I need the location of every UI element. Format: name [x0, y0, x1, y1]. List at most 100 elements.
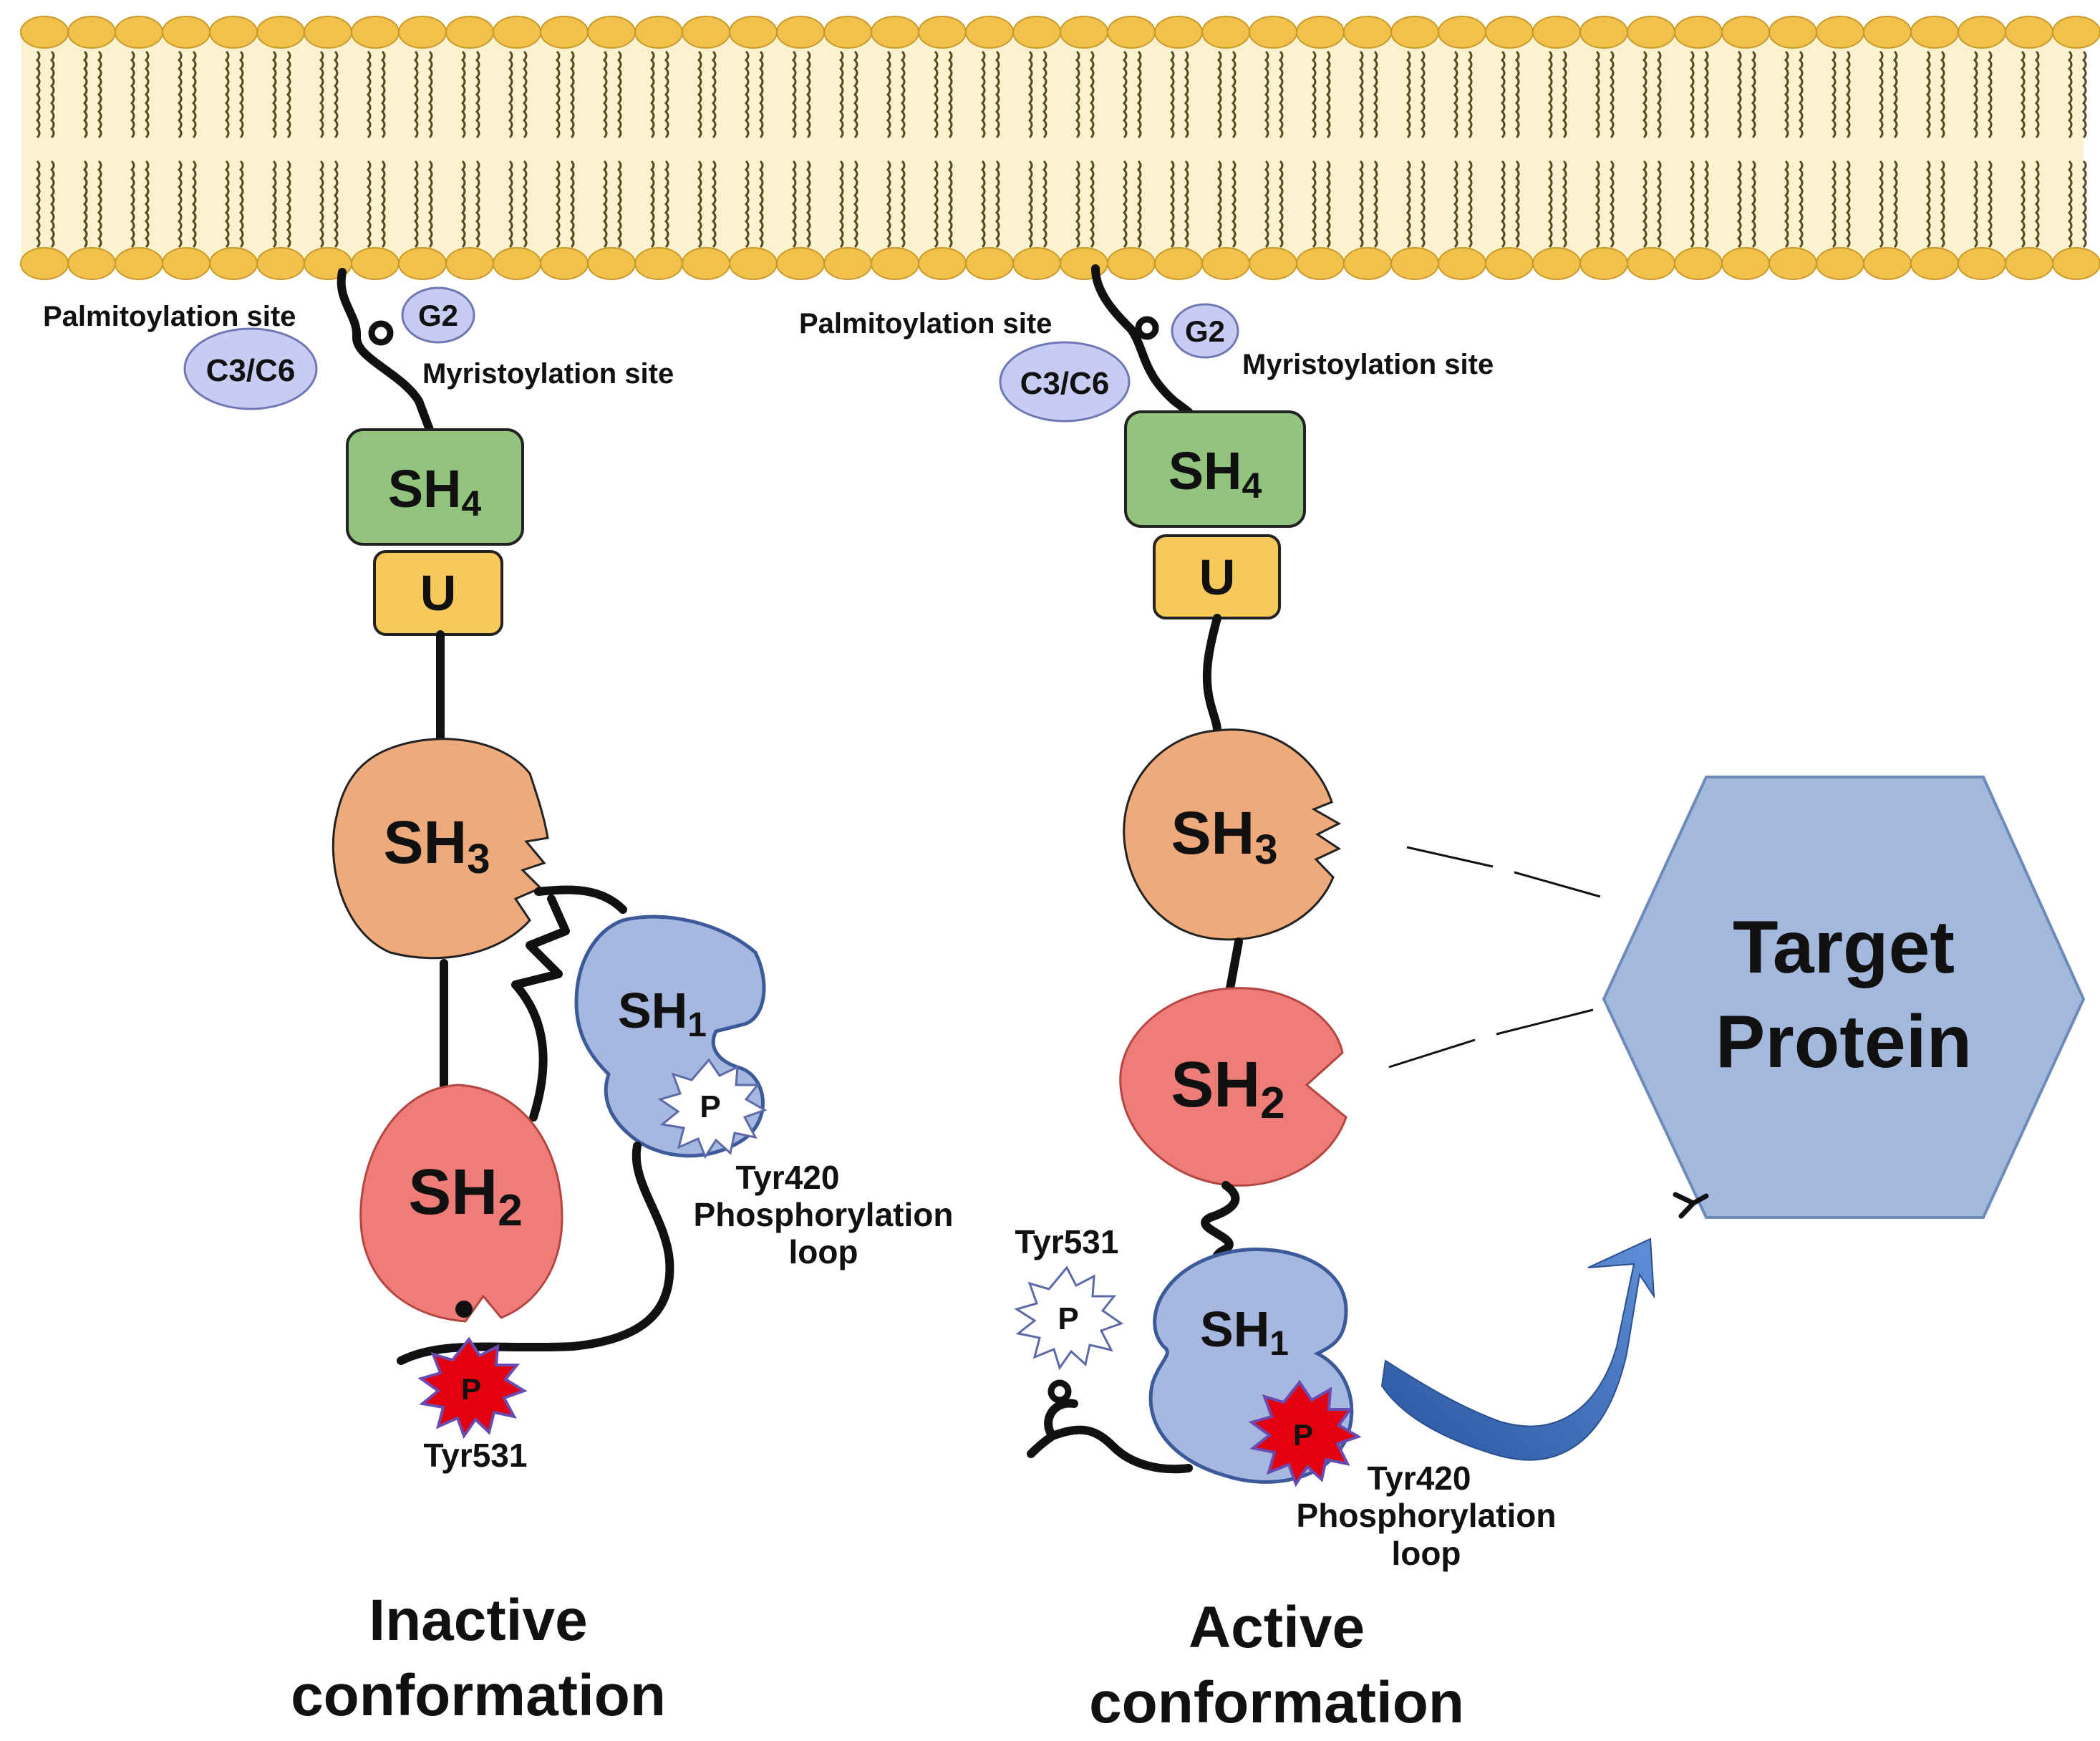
- lipid-tail: [980, 160, 986, 249]
- active-c-terminal-tail: [1048, 1425, 1193, 1474]
- lipid-head: [1249, 247, 1297, 280]
- lipid-head: [1674, 247, 1723, 280]
- lipid-tail: [616, 160, 622, 249]
- lipid-tail: [1987, 160, 1993, 249]
- lipid-head: [1438, 247, 1486, 280]
- lipid-tail: [947, 160, 953, 249]
- target-protein-line2: Protein: [1716, 1000, 1972, 1084]
- lipid-tail: [900, 50, 906, 139]
- lipid-head: [729, 247, 778, 280]
- lipid-head: [256, 16, 305, 49]
- lipid-tail: [1642, 50, 1647, 139]
- lipid-tail: [82, 50, 88, 139]
- lipid-tail: [191, 160, 197, 249]
- active-phospho-line1: Phosphorylation: [1297, 1497, 1557, 1534]
- lipid-tail: [1264, 50, 1269, 139]
- target-receptor-mark: [1673, 1192, 1709, 1219]
- membrane-core: [21, 29, 2084, 265]
- lipid-tail: [1940, 160, 1945, 249]
- lipid-head: [634, 247, 683, 280]
- lipid-tail: [711, 160, 717, 249]
- lipid-tail: [144, 160, 150, 249]
- lipid-head: [493, 16, 541, 49]
- lipid-tail: [697, 160, 702, 249]
- lipid-tail: [1420, 160, 1426, 249]
- lipid-tail: [602, 50, 608, 139]
- lipid-tail: [758, 50, 764, 139]
- membrane-lipid-heads-bottom: [20, 247, 2100, 280]
- lipid-tail: [805, 160, 811, 249]
- lipid-tail: [1075, 160, 1080, 249]
- lipid-tail: [1184, 160, 1189, 249]
- lipid-tail: [569, 160, 575, 249]
- lipid-tail: [791, 160, 797, 249]
- membrane-lipid-heads-top: [20, 16, 2100, 49]
- lipid-tail: [1027, 160, 1033, 249]
- active-caption-line2: conformation: [1089, 1670, 1464, 1735]
- lipid-tail: [1467, 50, 1473, 139]
- lipid-head: [162, 247, 211, 280]
- lipid-head: [2052, 247, 2100, 280]
- lipid-tail: [664, 50, 669, 139]
- lipid-tail: [1892, 160, 1898, 249]
- inactive-palmitoylation-label: Palmitoylation site: [43, 301, 296, 332]
- lipid-tail: [1736, 50, 1742, 139]
- lipid-head: [1816, 16, 1864, 49]
- lipid-tail: [947, 50, 953, 139]
- lipid-tail: [697, 50, 702, 139]
- lipid-tail: [1689, 50, 1695, 139]
- lipid-tail: [555, 160, 561, 249]
- lipid-tail: [380, 50, 386, 139]
- inactive-sh1-text: SH1: [618, 983, 707, 1044]
- lipid-tail: [1027, 50, 1033, 139]
- lipid-head: [2052, 16, 2100, 49]
- lipid-tail: [238, 50, 244, 139]
- lipid-tail: [900, 160, 906, 249]
- lipid-tail: [1373, 50, 1378, 139]
- lipid-tail: [319, 50, 324, 139]
- lipid-tail: [1656, 160, 1662, 249]
- lipid-tail: [649, 160, 655, 249]
- lipid-head: [682, 247, 730, 280]
- inactive-sh3-text: SH3: [384, 809, 490, 882]
- lipid-head: [1768, 247, 1817, 280]
- lipid-tail: [144, 50, 150, 139]
- lipid-tail: [1845, 160, 1851, 249]
- active-n-terminal-chain: [1091, 264, 1193, 416]
- lipid-head: [1296, 247, 1345, 280]
- lipid-tail: [980, 50, 986, 139]
- lipid-head: [115, 247, 163, 280]
- active-g2-label: G2: [1185, 314, 1225, 348]
- lipid-tail: [2034, 160, 2040, 249]
- lipid-tail: [805, 50, 811, 139]
- lipid-tail: [1798, 160, 1804, 249]
- lipid-tail: [460, 50, 466, 139]
- lipid-tail: [1703, 50, 1709, 139]
- lipid-tail: [1689, 160, 1695, 249]
- lipid-tail: [1973, 50, 1978, 139]
- lipid-tail: [1736, 160, 1742, 249]
- lipid-head: [351, 16, 400, 49]
- inactive-sh4-domain: [346, 428, 524, 546]
- active-sh3-text: SH3: [1171, 799, 1278, 873]
- membrane-lipid-tails-top: [35, 50, 2087, 139]
- lipid-head: [823, 16, 872, 49]
- lipid-head: [1343, 247, 1392, 280]
- active-caption-line1: Active: [1189, 1595, 1365, 1660]
- inactive-conformation: G2 Palmitoylation site C3/C6 Myristoylat…: [43, 268, 953, 1728]
- lipid-tail: [1264, 160, 1269, 249]
- lipid-tail: [2067, 50, 2073, 139]
- lipid-tail: [744, 50, 750, 139]
- lipid-head: [1627, 16, 1675, 49]
- inactive-caption-line1: Inactive: [369, 1588, 587, 1653]
- lipid-tail: [191, 50, 197, 139]
- lipid-tail: [1831, 160, 1837, 249]
- lipid-tail: [333, 50, 339, 139]
- active-p531-label: P: [1058, 1301, 1078, 1336]
- lipid-head: [493, 247, 541, 280]
- lipid-tail: [475, 50, 480, 139]
- lipid-tail: [1609, 160, 1615, 249]
- lipid-tail: [1278, 160, 1284, 249]
- active-c3c6-label: C3/C6: [1020, 366, 1110, 401]
